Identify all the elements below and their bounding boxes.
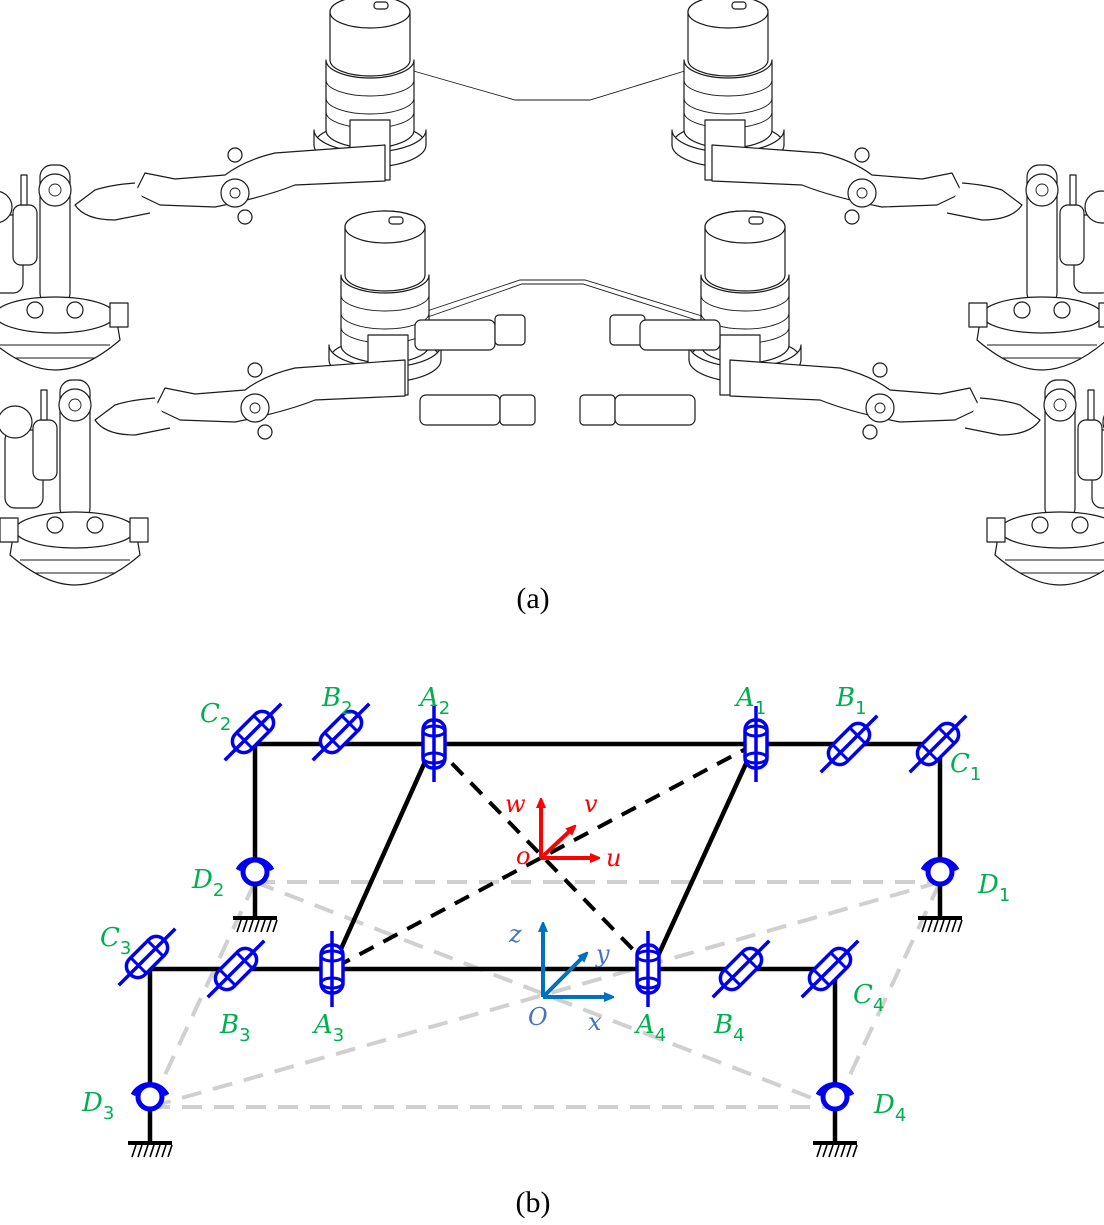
- caption-a: (a): [516, 582, 549, 615]
- label-C3: C3: [100, 923, 131, 959]
- v-axis-arrow: [539, 828, 573, 860]
- label-D2: D2: [191, 865, 224, 901]
- moving-frame: o u v w: [505, 790, 621, 872]
- rigid-links: [147, 741, 943, 1110]
- panel-b-kinematic-diagram: o u v w O x y z C2 B2 A2 A1 B1 C1 D2 D1 …: [81, 683, 1010, 1157]
- leg-bottom-right: [729, 359, 1104, 586]
- label-B3: B3: [219, 1010, 251, 1046]
- upper-frame-plate: [409, 69, 689, 101]
- label-A4: A4: [634, 1010, 666, 1046]
- leg-bottom-left: [0, 359, 406, 586]
- label-C2: C2: [200, 699, 231, 735]
- label-A3: A3: [312, 1010, 344, 1046]
- moving-origin-label: o: [516, 842, 530, 870]
- label-C4: C4: [853, 980, 884, 1016]
- fixed-origin-label: O: [528, 1003, 548, 1031]
- v-axis-label: v: [584, 790, 598, 818]
- leg-top-left: [0, 144, 386, 371]
- joint-labels: C2 B2 A2 A1 B1 C1 D2 D1 C3 B3 A3 A4 B4 C…: [81, 683, 1010, 1126]
- label-C1: C1: [950, 749, 981, 785]
- label-A1: A1: [734, 683, 766, 719]
- ground-D4: [813, 1107, 857, 1157]
- label-B1: B1: [835, 683, 867, 719]
- joint-A4: [635, 929, 661, 1009]
- w-axis-label: w: [505, 790, 526, 818]
- center-actuators: [414, 314, 721, 426]
- ground-D3: [128, 1107, 172, 1157]
- joint-A3: [319, 929, 345, 1009]
- label-A2: A2: [418, 683, 450, 719]
- u-axis-label: u: [606, 844, 621, 872]
- ground-D1: [918, 882, 962, 932]
- fixed-frame: O x y z: [508, 920, 610, 1036]
- panel-a-cad-drawing: [0, 0, 1104, 586]
- label-D1: D1: [977, 870, 1010, 906]
- z-axis-label: z: [508, 920, 522, 948]
- y-axis-arrow: [541, 955, 585, 999]
- caption-b: (b): [516, 1186, 551, 1219]
- y-axis-label: y: [595, 940, 610, 968]
- label-D4: D4: [873, 1090, 906, 1126]
- label-B2: B2: [321, 683, 353, 719]
- label-B4: B4: [713, 1010, 745, 1046]
- label-D3: D3: [81, 1088, 114, 1124]
- x-axis-label: x: [588, 1008, 602, 1036]
- lower-frame-plate: [399, 279, 716, 326]
